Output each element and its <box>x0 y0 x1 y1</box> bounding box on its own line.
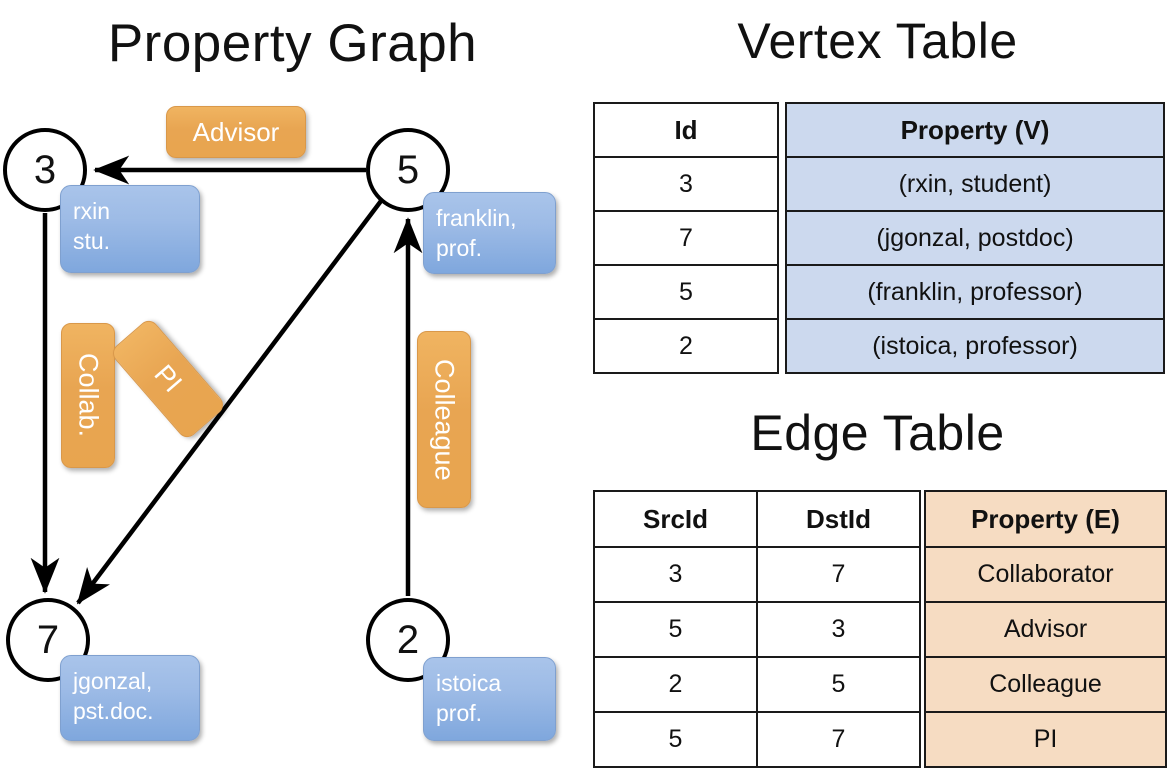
table-row[interactable]: 3 <box>593 156 779 212</box>
table-row[interactable]: 5 <box>593 264 779 320</box>
edge-table-id-columns: SrcId DstId 3 7 5 3 2 5 5 7 <box>593 490 921 768</box>
vertex-table-cell-property-2: (franklin, professor) <box>785 264 1165 320</box>
table-row[interactable]: 3 7 <box>593 546 921 603</box>
vertex-5-property-line-2: prof. <box>436 235 483 261</box>
table-header-row: SrcId DstId <box>593 490 921 548</box>
graph-vertex-5-id: 5 <box>396 148 420 192</box>
page-title-vertex-table: Vertex Table <box>737 13 1018 69</box>
edge-label-colleague-text: Colleague <box>429 358 460 481</box>
vertex-2-property-box: istoica prof. <box>423 657 556 741</box>
vertex-table-cell-property-3: (istoica, professor) <box>785 318 1165 374</box>
graph-vertex-5[interactable]: 5 <box>366 128 450 212</box>
vertex-table-cell-property-1: (jgonzal, postdoc) <box>785 210 1165 266</box>
vertex-7-property-line-2: pst.doc. <box>73 698 154 724</box>
table-row[interactable]: (istoica, professor) <box>785 318 1165 374</box>
edge-table-header-dstid: DstId <box>756 490 921 548</box>
table-header-row: Id <box>593 102 779 158</box>
table-row[interactable]: (franklin, professor) <box>785 264 1165 320</box>
edge-table-cell-src-0: 3 <box>593 546 758 603</box>
graph-vertex-2[interactable]: 2 <box>366 598 450 682</box>
edge-label-pi-text: PI <box>148 359 189 399</box>
table-row[interactable]: 2 5 <box>593 656 921 713</box>
edge-table-header-property: Property (E) <box>924 490 1167 548</box>
vertex-table-cell-id-0: 3 <box>593 156 779 212</box>
edge-table-cell-src-3: 5 <box>593 711 758 768</box>
table-row[interactable]: (jgonzal, postdoc) <box>785 210 1165 266</box>
table-row[interactable]: 5 3 <box>593 601 921 658</box>
vertex-table-property-column: Property (V) (rxin, student) (jgonzal, p… <box>785 102 1165 374</box>
edge-table-cell-dst-1: 3 <box>756 601 921 658</box>
graph-vertex-3-id: 3 <box>33 148 57 192</box>
table-row[interactable]: Colleague <box>924 656 1167 713</box>
vertex-3-property-line-1: rxin <box>73 198 111 224</box>
vertex-3-property-box: rxin stu. <box>60 185 200 273</box>
edge-table-cell-property-3: PI <box>924 711 1167 768</box>
edge-table-cell-src-2: 2 <box>593 656 758 713</box>
edge-table-cell-property-0: Collaborator <box>924 546 1167 603</box>
vertex-table-cell-id-1: 7 <box>593 210 779 266</box>
table-row[interactable]: Advisor <box>924 601 1167 658</box>
vertex-5-property-box: franklin, prof. <box>423 192 556 274</box>
vertex-2-property-line-1: istoica <box>436 670 502 696</box>
edge-table-cell-src-1: 5 <box>593 601 758 658</box>
edge-label-collab-text: Collab. <box>73 353 104 438</box>
edge-table-cell-property-2: Colleague <box>924 656 1167 713</box>
graph-vertex-7-id: 7 <box>36 618 60 662</box>
edge-5-to-7-pi <box>76 199 383 605</box>
vertex-table-header-property: Property (V) <box>785 102 1165 158</box>
edge-label-colleague: Colleague <box>417 331 471 508</box>
edge-table-header-srcid: SrcId <box>593 490 758 548</box>
edge-table-cell-dst-3: 7 <box>756 711 921 768</box>
edge-label-advisor: Advisor <box>166 106 306 158</box>
table-row[interactable]: 7 <box>593 210 779 266</box>
table-row[interactable]: 5 7 <box>593 711 921 768</box>
edge-table-cell-dst-2: 5 <box>756 656 921 713</box>
vertex-table-cell-id-2: 5 <box>593 264 779 320</box>
vertex-3-property-line-2: stu. <box>73 228 111 254</box>
edge-label-collab: Collab. <box>61 323 115 468</box>
page-title-edge-table: Edge Table <box>750 405 1005 461</box>
edge-table-cell-dst-0: 7 <box>756 546 921 603</box>
vertex-5-property-line-1: franklin, <box>436 205 517 231</box>
vertex-table-cell-id-3: 2 <box>593 318 779 374</box>
vertex-table-id-column: Id 3 7 5 2 <box>593 102 779 374</box>
page-title-property-graph: Property Graph <box>107 14 478 73</box>
edge-table-property-column: Property (E) Collaborator Advisor Collea… <box>924 490 1167 768</box>
table-row[interactable]: PI <box>924 711 1167 768</box>
table-header-row: Property (V) <box>785 102 1165 158</box>
property-graph-diagram: 3 5 7 2 rxin stu. franklin, prof. jgonza… <box>0 0 585 760</box>
table-row[interactable]: (rxin, student) <box>785 156 1165 212</box>
edge-label-advisor-text: Advisor <box>192 116 280 147</box>
table-header-row: Property (E) <box>924 490 1167 548</box>
graph-edges-svg <box>30 155 423 605</box>
edge-table-cell-property-1: Advisor <box>924 601 1167 658</box>
graph-vertex-2-id: 2 <box>396 618 420 662</box>
vertex-7-property-box: jgonzal, pst.doc. <box>60 655 200 741</box>
vertex-table-header-id: Id <box>593 102 779 158</box>
table-row[interactable]: Collaborator <box>924 546 1167 603</box>
vertex-2-property-line-2: prof. <box>436 700 483 726</box>
table-row[interactable]: 2 <box>593 318 779 374</box>
vertex-table-cell-property-0: (rxin, student) <box>785 156 1165 212</box>
vertex-7-property-line-1: jgonzal, <box>73 668 153 694</box>
